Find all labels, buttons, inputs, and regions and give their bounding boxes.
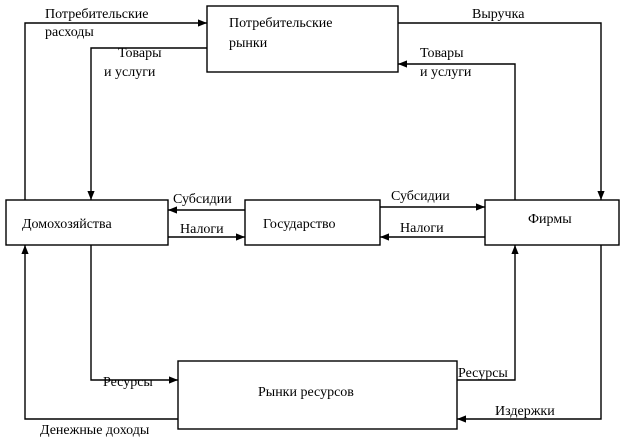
goods-left-label-line1: Товары xyxy=(118,46,162,61)
goods-right-label-line2: и услуги xyxy=(420,65,472,80)
government-label: Государство xyxy=(263,217,336,232)
households-box xyxy=(5,199,169,246)
firms-box xyxy=(484,199,620,246)
taxes-right-label: Налоги xyxy=(400,221,444,236)
goods-to-households-arrow xyxy=(87,47,207,200)
consumer-markets-label-line2: рынки xyxy=(229,36,268,51)
goods-left-label-line2: и услуги xyxy=(104,65,156,80)
households-label: Домохозяйства xyxy=(22,217,112,232)
goods-right-label-line1: Товары xyxy=(420,46,464,61)
resources-to-firms-arrow xyxy=(457,245,519,381)
consumer-spending-label-line2: расходы xyxy=(45,25,94,40)
subsidies-right-label: Субсидии xyxy=(391,189,450,204)
consumer-spending-label-line1: Потребительские xyxy=(45,7,148,22)
consumer-markets-box xyxy=(206,5,399,73)
revenue-arrow xyxy=(398,22,605,200)
government-box xyxy=(244,199,381,246)
resources-left-label: Ресурсы xyxy=(103,375,153,390)
subsidies-left-label: Субсидии xyxy=(173,192,232,207)
taxes-left-label: Налоги xyxy=(180,222,224,237)
costs-label: Издержки xyxy=(495,404,555,419)
resource-markets-box xyxy=(177,360,458,430)
costs-arrow xyxy=(457,245,602,423)
resource-markets-label: Рынки ресурсов xyxy=(258,385,354,400)
resources-from-households-arrow xyxy=(90,245,178,384)
consumer-spending-arrow xyxy=(24,19,207,200)
revenue-label: Выручка xyxy=(472,7,525,22)
money-income-label: Денежные доходы xyxy=(40,423,150,438)
goods-from-firms-arrow xyxy=(398,60,516,200)
firms-label: Фирмы xyxy=(528,212,572,227)
money-income-arrow xyxy=(21,245,178,420)
resources-right-label: Ресурсы xyxy=(458,366,508,381)
consumer-markets-label-line1: Потребительские xyxy=(229,16,332,31)
